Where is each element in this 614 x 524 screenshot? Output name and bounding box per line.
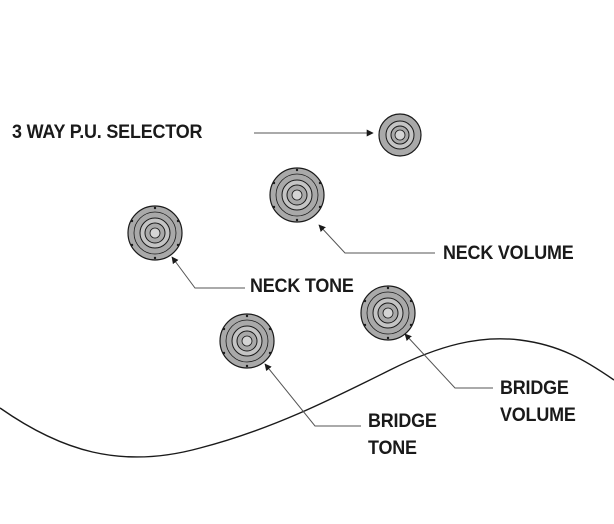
selector-label: 3 WAY P.U. SELECTOR (12, 121, 203, 143)
arrow-neck-tone (171, 256, 245, 289)
bridge-volume-knob-icon (360, 285, 416, 341)
bridge-tone-knob-icon (219, 313, 275, 369)
bridge-tone-label-line-1: BRIDGE (368, 410, 437, 432)
bridge-volume-label-line-1: BRIDGE (500, 377, 569, 399)
arrow-neck-volume (318, 224, 435, 254)
guitar-body-outline (0, 338, 614, 458)
bridge-tone-label: BRIDGE TONE (368, 408, 437, 462)
bridge-volume-label-line-2: VOLUME (500, 404, 576, 426)
bridge-volume-label: BRIDGE VOLUME (500, 375, 576, 429)
neck-volume-label: NECK VOLUME (443, 242, 574, 264)
neck-tone-knob-icon (127, 205, 183, 261)
bridge-tone-label-line-2: TONE (368, 437, 417, 459)
toggle-switch-knob-icon (378, 113, 422, 157)
arrow-bridge-volume (404, 333, 493, 389)
neck-volume-knob-icon (269, 167, 325, 223)
arrow-bridge-tone (264, 363, 361, 427)
neck-tone-label: NECK TONE (250, 275, 354, 297)
